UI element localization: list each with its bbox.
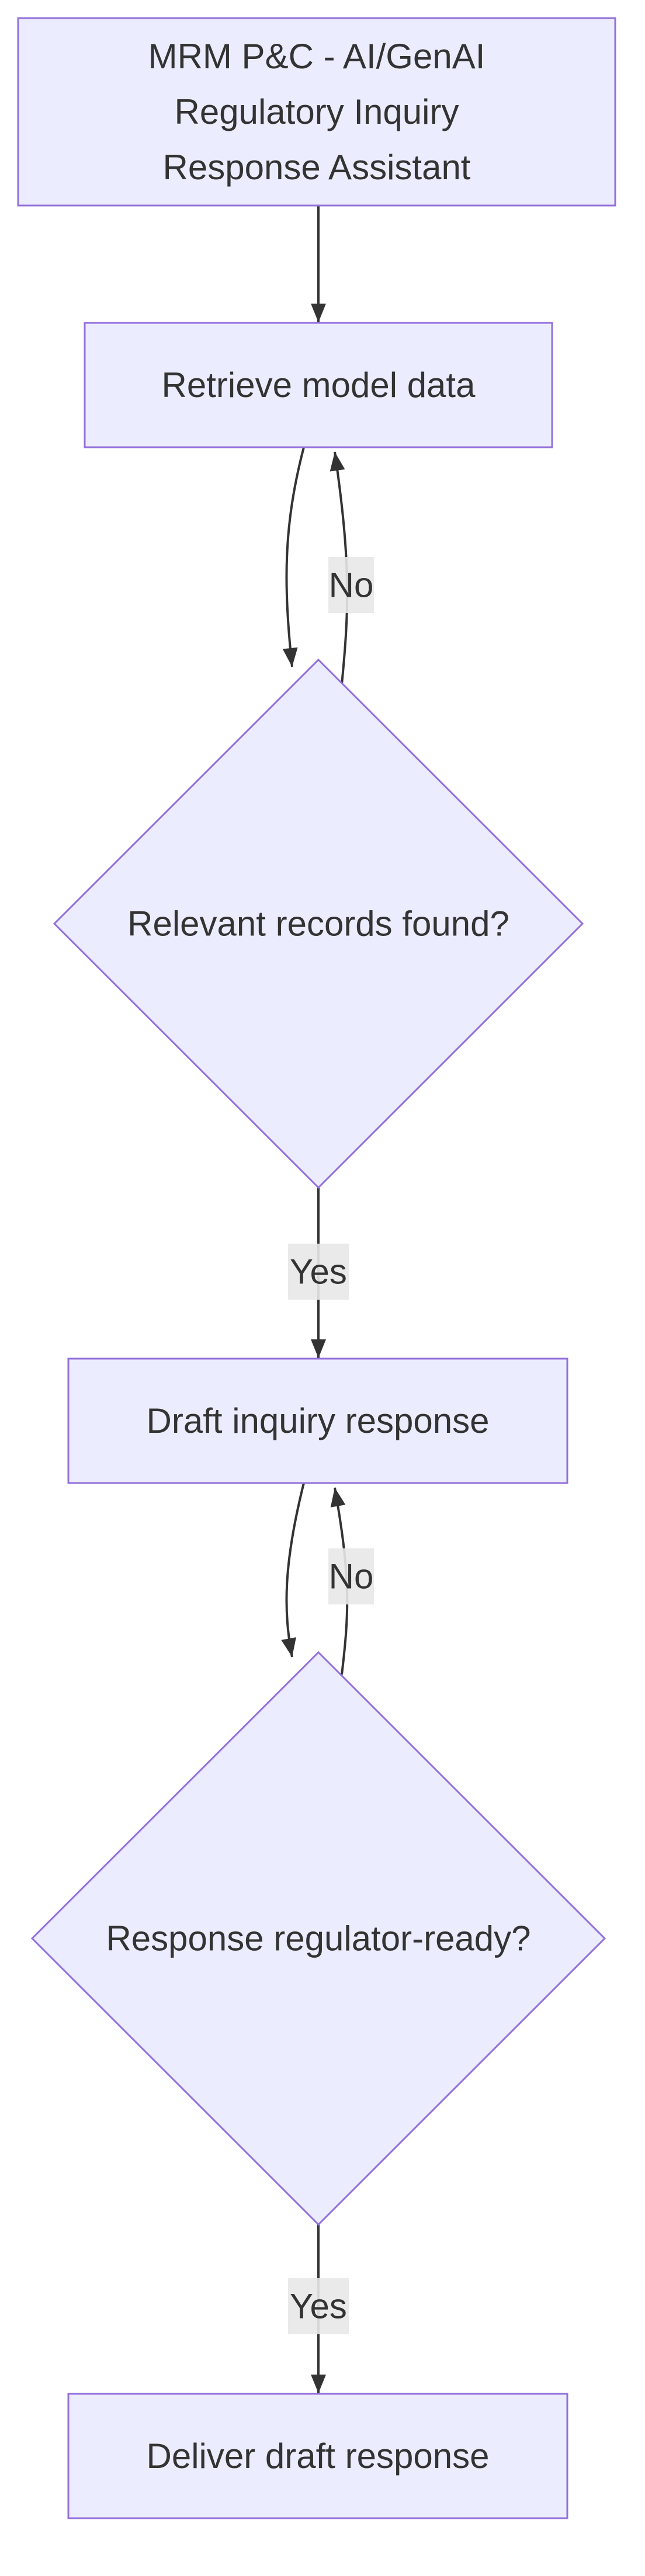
edge-label-text: No: [329, 566, 374, 605]
node-box: [84, 322, 553, 448]
edge-line: [285, 447, 305, 667]
node-draft: Draft inquiry response: [67, 1357, 568, 1484]
edge-retrieve-records: [282, 447, 305, 667]
edge-draft-ready: [281, 1482, 305, 1658]
edge-label-no: No: [328, 557, 374, 613]
edge-label-text: Yes: [290, 2287, 347, 2326]
node-label: Retrieve model data: [162, 365, 476, 405]
edge-label-no: No: [328, 1548, 374, 1604]
edge-label-yes: Yes: [288, 2278, 349, 2334]
edge-label-background: [288, 1244, 349, 1300]
arrowhead-icon: [282, 647, 298, 667]
node-label: Relevant records found?: [127, 904, 509, 944]
node-box: [67, 1357, 568, 1484]
decision-diamond: [53, 658, 584, 1189]
edge-start-retrieve: [311, 206, 326, 322]
nodes-layer: MRM P&C - AI/GenAI Regulatory InquiryResp…: [17, 17, 616, 2519]
node-label: Response regulator-ready?: [106, 1919, 530, 1958]
edge-label-text: No: [329, 1557, 374, 1596]
node-label: MRM P&C - AI/GenAI: [148, 37, 486, 76]
node-records-found: Relevant records found?: [53, 658, 584, 1189]
node-box: [67, 2393, 568, 2519]
edge-label-background: [328, 557, 374, 613]
edge-label-background: [328, 1548, 374, 1604]
edge-label-yes: Yes: [288, 1244, 349, 1300]
node-label: Deliver draft response: [147, 2436, 490, 2476]
arrowhead-icon: [311, 304, 326, 322]
arrowhead-icon: [311, 2375, 326, 2393]
edge-label-background: [288, 2278, 349, 2334]
arrowhead-icon: [330, 452, 345, 472]
node-regulator-ready: Response regulator-ready?: [30, 1651, 606, 2226]
arrowhead-icon: [311, 1339, 326, 1358]
arrowhead-icon: [330, 1488, 346, 1508]
node-deliver: Deliver draft response: [67, 2393, 568, 2519]
node-label: Regulatory Inquiry: [175, 92, 459, 131]
node-label: Draft inquiry response: [147, 1401, 490, 1440]
edge-line: [285, 1482, 305, 1658]
arrowhead-icon: [281, 1637, 296, 1657]
node-label: Response Assistant: [163, 148, 471, 187]
node-retrieve: Retrieve model data: [84, 322, 553, 448]
edge-label-text: Yes: [290, 1252, 347, 1292]
node-box: [17, 17, 616, 207]
node-start: MRM P&C - AI/GenAI Regulatory InquiryResp…: [17, 17, 616, 207]
decision-diamond: [30, 1651, 606, 2226]
